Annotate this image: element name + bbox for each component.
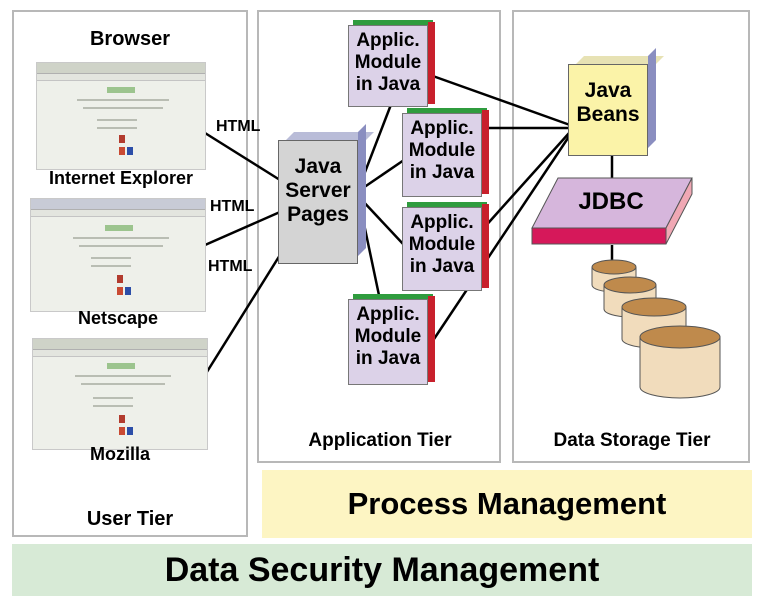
app-module-1: Applic. Module in Java xyxy=(348,20,438,108)
module-2-line-3: in Java xyxy=(409,161,475,183)
link-mozilla-jsp xyxy=(203,254,282,376)
jsp-box: Java Server Pages xyxy=(278,124,374,264)
app-module-3: Applic. Module in Java xyxy=(402,202,492,292)
application-tier-label: Application Tier xyxy=(308,430,452,451)
jsp-line-1: Java xyxy=(294,155,342,178)
link-ie-jsp xyxy=(204,131,281,182)
module-1-line-3: in Java xyxy=(355,73,421,95)
link-module4-beans xyxy=(428,134,572,346)
module-1-line-2: Module xyxy=(354,51,422,73)
browser-label-ie: Internet Explorer xyxy=(48,168,194,188)
module-3-line-3: in Java xyxy=(409,255,475,277)
app-module-2: Applic. Module in Java xyxy=(402,108,492,198)
jdbc-slab xyxy=(531,177,693,245)
html-label-mozilla: HTML xyxy=(208,258,253,275)
data-storage-tier-label: Data Storage Tier xyxy=(553,430,711,451)
jdbc-label: JDBC xyxy=(578,188,644,215)
html-label-ie: HTML xyxy=(216,118,261,135)
module-2-line-2: Module xyxy=(408,139,476,161)
html-label-netscape: HTML xyxy=(210,198,255,215)
jsp-line-3: Pages xyxy=(287,203,349,227)
module-4-line-3: in Java xyxy=(355,347,421,369)
browser-label-netscape: Netscape xyxy=(77,308,159,328)
browser-header: Browser xyxy=(89,28,171,50)
jsp-line-2: Server xyxy=(285,179,351,203)
data-security-management-band: Data Security Management xyxy=(12,544,752,596)
mozilla-screenshot xyxy=(32,338,208,450)
link-jsp-module2 xyxy=(359,158,405,192)
process-management-band: Process Management xyxy=(262,470,752,538)
browser-label-mozilla: Mozilla xyxy=(89,444,150,464)
module-1-line-1: Applic. xyxy=(356,30,420,51)
database-stack xyxy=(591,259,721,399)
beans-line-2: Beans xyxy=(576,103,640,127)
link-jsp-module3 xyxy=(359,197,405,246)
link-netscape-jsp xyxy=(204,210,281,247)
module-4-line-2: Module xyxy=(354,325,422,347)
app-module-4: Applic. Module in Java xyxy=(348,294,438,386)
internet-explorer-screenshot xyxy=(36,62,206,170)
netscape-screenshot xyxy=(30,198,206,312)
user-tier-label: User Tier xyxy=(86,508,174,530)
java-beans-box: Java Beans xyxy=(568,48,664,156)
module-3-line-1: Applic. xyxy=(410,212,474,233)
link-module3-beans xyxy=(481,131,571,231)
module-4-line-1: Applic. xyxy=(356,304,420,325)
beans-line-1: Java xyxy=(584,79,632,102)
module-2-line-1: Applic. xyxy=(410,118,474,139)
module-3-line-2: Module xyxy=(408,233,476,255)
link-module1-beans xyxy=(429,73,571,127)
